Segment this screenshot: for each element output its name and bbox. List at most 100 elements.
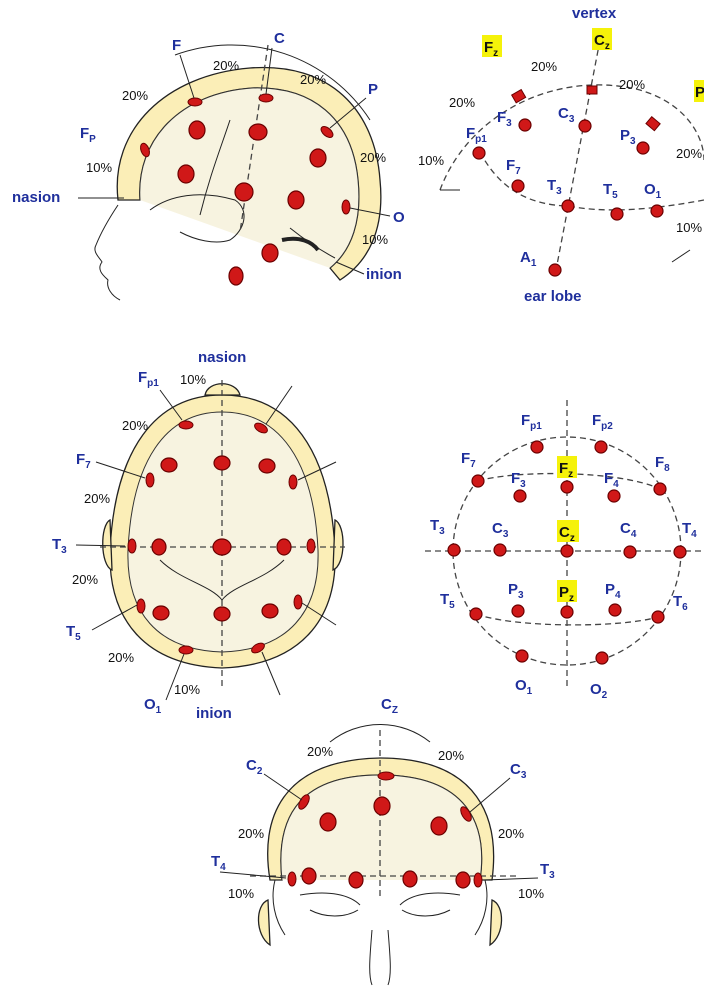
- front-label-cz: CZ: [381, 696, 398, 716]
- t6-electrode: [652, 611, 664, 623]
- t4-electrode: [674, 546, 686, 558]
- top-pct-20-d: 20%: [108, 650, 134, 665]
- p4-electrode: [609, 604, 621, 616]
- top-pct-20-a: 20%: [122, 418, 148, 433]
- t5-electrode: [470, 608, 482, 620]
- f7-electrode: [472, 475, 484, 487]
- side-label-nasion: nasion: [12, 189, 60, 206]
- side-view-panel: F C P O FP nasion inion 20% 20% 20% 20% …: [12, 30, 405, 300]
- side-pct-20-left: 20%: [122, 88, 148, 103]
- side-pct-10-right: 10%: [362, 232, 388, 247]
- nose: [370, 930, 391, 985]
- fp2-electrode: [595, 441, 607, 453]
- top-electrode: [161, 458, 177, 472]
- side-label-f: F: [172, 37, 181, 54]
- f7-label: F7: [506, 157, 521, 177]
- t5-electrode: [611, 208, 623, 220]
- o1-electrode: [651, 205, 663, 217]
- side-electrode-o-marker: [342, 200, 350, 214]
- front-label-c2: C2: [246, 757, 263, 777]
- side-schematic-panel: vertex Fz Cz P F3 C3 P3 Fp1 F7 T3 T5 O1 …: [418, 5, 704, 305]
- a1-label: A1: [520, 249, 537, 269]
- side-label-inion: inion: [366, 266, 402, 283]
- schem-f4-label: F4: [604, 470, 619, 490]
- top-marker: [128, 539, 136, 553]
- top-pct-20-c: 20%: [72, 572, 98, 587]
- schem-o1-label: O1: [515, 677, 533, 697]
- top-electrode: [214, 607, 230, 621]
- f4-electrode: [608, 490, 620, 502]
- cz-side-marker: [587, 86, 597, 94]
- front-label-t4: T4: [211, 853, 226, 873]
- schem-f3-label: F3: [511, 470, 526, 490]
- front-electrode: [302, 868, 316, 884]
- top-view-panel: nasion inion Fp1 F7 T3 T5 O1 10% 20% 20%…: [52, 349, 345, 722]
- front-pct-20-right: 20%: [498, 826, 524, 841]
- top-electrode: [277, 539, 291, 555]
- right-ear: [333, 520, 343, 570]
- side-label-p: P: [368, 81, 378, 98]
- side-electrode: [178, 165, 194, 183]
- side-label-c: C: [274, 30, 285, 47]
- schem-c3-label: C3: [492, 520, 509, 540]
- schem-f8-label: F8: [655, 454, 670, 474]
- pz-electrode: [561, 606, 573, 618]
- o1-label: O1: [644, 181, 662, 201]
- c3-label: C3: [558, 105, 575, 125]
- schem-f7-label: F7: [461, 450, 476, 470]
- schem-pct-10-a: 10%: [418, 153, 444, 168]
- schem-p3-label: P3: [508, 581, 524, 601]
- side-face-profile: [95, 205, 120, 300]
- front-pct-20-top-right: 20%: [438, 748, 464, 763]
- cz-electrode: [561, 545, 573, 557]
- front-marker: [474, 873, 482, 887]
- top-marker: [179, 421, 193, 429]
- top-label-o1: O1: [144, 696, 162, 716]
- front-view-panel: CZ C2 C3 T4 T3 20% 20% 20% 20% 10% 10%: [211, 696, 555, 985]
- front-label-c3: C3: [510, 761, 527, 781]
- schem-c4-label: C4: [620, 520, 637, 540]
- side-electrode-f-marker: [188, 98, 202, 106]
- side-electrode: [288, 191, 304, 209]
- c3-electrode: [579, 120, 591, 132]
- schem-t3-label: T3: [430, 517, 445, 537]
- side-electrode: [262, 244, 278, 262]
- o1-electrode: [516, 650, 528, 662]
- side-schematic-vertical: [556, 40, 600, 270]
- ear-lobe-label: ear lobe: [524, 288, 582, 305]
- side-electrode-c-marker: [259, 94, 273, 102]
- front-electrode: [320, 813, 336, 831]
- front-electrode: [456, 872, 470, 888]
- f3-electrode: [519, 119, 531, 131]
- front-marker: [288, 872, 296, 886]
- side-pct-20-top-right: 20%: [300, 72, 326, 87]
- top-marker: [294, 595, 302, 609]
- front-electrode: [403, 871, 417, 887]
- schem-pct-20-b: 20%: [619, 77, 645, 92]
- pz-side-marker: [646, 117, 660, 131]
- top-marker: [307, 539, 315, 553]
- schem-fp2-label: Fp2: [592, 412, 613, 432]
- schem-o2-label: O2: [590, 681, 608, 701]
- front-pct-20-left: 20%: [238, 826, 264, 841]
- top-pct-20-b: 20%: [84, 491, 110, 506]
- front-pct-20-top-left: 20%: [307, 744, 333, 759]
- schem-t6-label: T6: [673, 593, 688, 613]
- front-electrode: [374, 797, 390, 815]
- top-marker: [137, 599, 145, 613]
- top-label-t5: T5: [66, 623, 81, 643]
- c4-electrode: [624, 546, 636, 558]
- side-electrode: [249, 124, 267, 140]
- closed-eyes: [310, 910, 450, 916]
- top-pct-10-top: 10%: [180, 372, 206, 387]
- right-tick: [672, 250, 690, 262]
- pz-label: P: [695, 84, 704, 101]
- schem-pct-20-c: 20%: [449, 95, 475, 110]
- schem-t4-label: T4: [682, 520, 697, 540]
- top-marker: [289, 475, 297, 489]
- top-label-t3: T3: [52, 536, 67, 556]
- front-pct-10-right: 10%: [518, 886, 544, 901]
- t3-label: T3: [547, 177, 562, 197]
